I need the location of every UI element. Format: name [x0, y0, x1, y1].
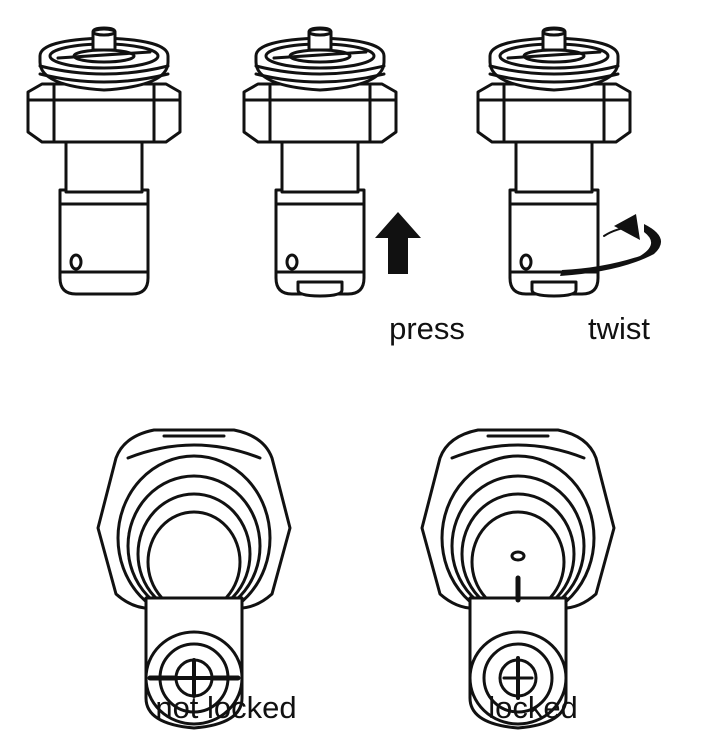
press-arrow-icon: [375, 212, 421, 274]
adapter-end-view-not-locked: [96, 428, 292, 730]
not-locked-label: not locked: [155, 690, 296, 725]
adapter-end-view-locked: [420, 428, 616, 730]
locked-label: locked: [488, 690, 578, 725]
press-label: press: [389, 311, 465, 346]
adapter-side-view-2-pressed: [242, 26, 398, 298]
adapter-side-view-3-twisted: [476, 26, 632, 298]
twist-arrow-icon: [560, 214, 662, 276]
twist-label: twist: [588, 311, 650, 346]
adapter-side-view-1: [26, 26, 182, 296]
